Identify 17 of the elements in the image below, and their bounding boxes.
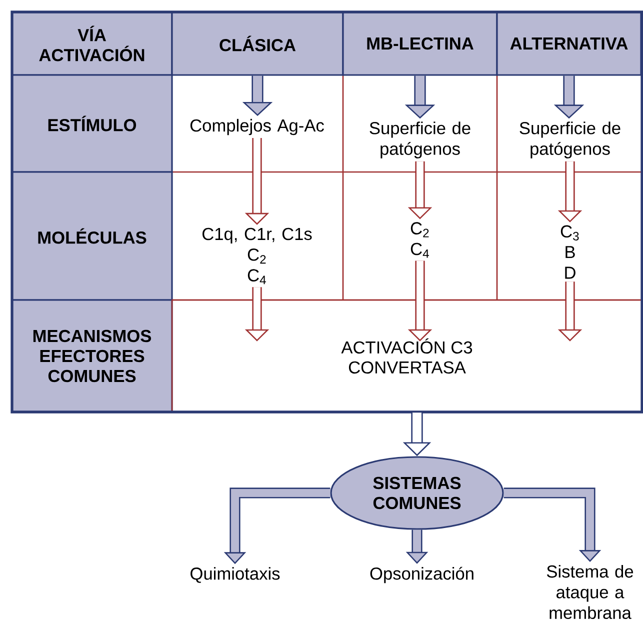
cell-text: C1q, C1r, C1s C$_{2}$ C$_{4}$: [202, 228, 312, 284]
column-header: MB-LECTINA: [342, 11, 498, 76]
row-header: ESTÍMULO: [11, 74, 173, 173]
column-header: VÍA ACTIVACIÓN: [11, 11, 173, 76]
cell-text: C$_{2}$ C$_{4}$: [410, 222, 429, 258]
ellipse-node: SISTEMAS COMUNES: [330, 456, 504, 530]
outcome-label: Quimiotaxis: [190, 567, 280, 583]
row-header: MOLÉCULAS: [11, 171, 173, 301]
column-header: ALTERNATIVA: [496, 11, 642, 76]
outcome-label: Opsonización: [370, 566, 474, 584]
cell-text: C$_{3}$ B D: [560, 225, 579, 279]
row-header: MECANISMOS EFECTORES COMUNES: [11, 299, 173, 413]
cell-text: Complejos Ag-Ac: [190, 118, 324, 136]
cell-text: Superficie de patógenos: [520, 122, 620, 158]
cell-text: Superficie de patógenos: [370, 122, 470, 158]
column-header: CLÁSICA: [171, 11, 344, 76]
outcome-label: Sistema de ataque a membrana: [546, 564, 634, 620]
